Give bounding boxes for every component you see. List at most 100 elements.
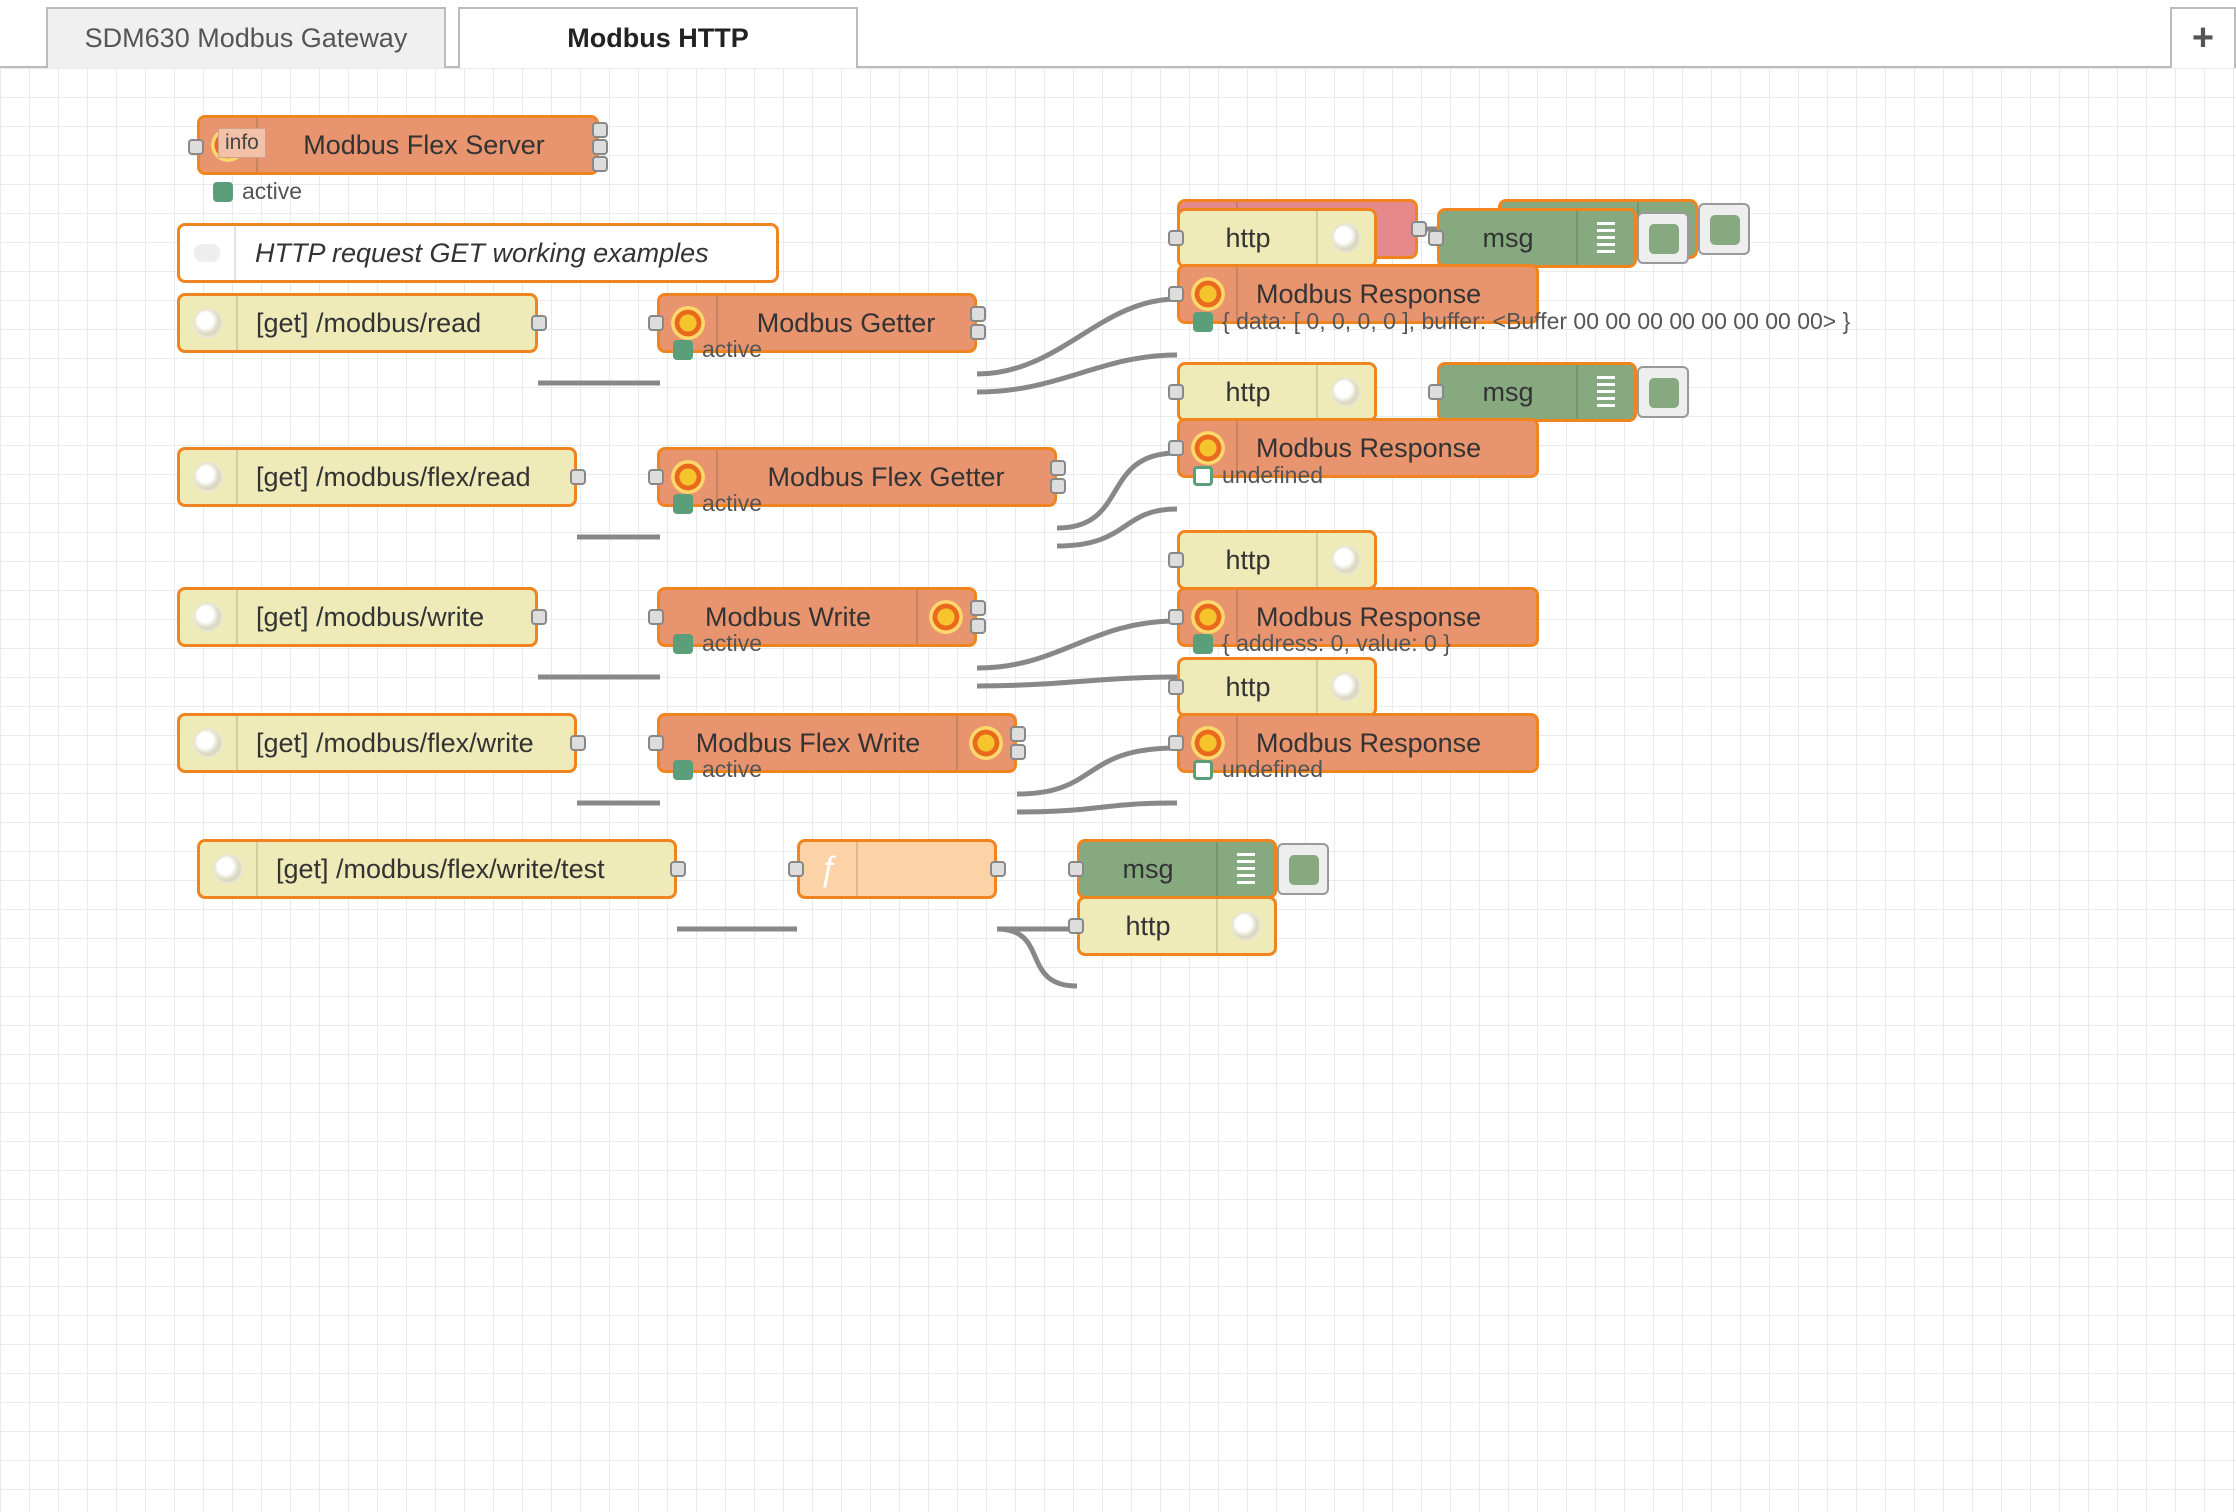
node-label: [get] /modbus/flex/write [256, 727, 534, 758]
output-port[interactable] [970, 600, 986, 616]
flow-workspace[interactable]: Modbus Flex Server info active ! catch a… [0, 68, 2236, 1512]
output-port[interactable] [592, 139, 608, 155]
input-port[interactable] [1168, 735, 1184, 751]
modbus-cog-icon [1180, 421, 1238, 475]
tab-sdm630-modbus-gateway[interactable]: SDM630 Modbus Gateway [46, 7, 446, 68]
http-in-node[interactable]: [get] /modbus/flex/write [177, 713, 586, 773]
modbus-response-node[interactable]: Modbus Response [1168, 264, 1539, 324]
output-port[interactable] [570, 735, 586, 751]
tab-modbus-http[interactable]: Modbus HTTP [458, 7, 858, 70]
modbus-flex-server-node[interactable]: Modbus Flex Server info [188, 115, 608, 175]
server-status: active [213, 178, 302, 205]
globe-icon [1316, 365, 1374, 419]
debug-node[interactable]: msg [1428, 208, 1637, 268]
wire [976, 296, 1178, 377]
output-port[interactable] [970, 324, 986, 340]
input-port[interactable] [1168, 384, 1184, 400]
wire [996, 926, 1078, 989]
tab-bar: SDM630 Modbus Gateway Modbus HTTP + [0, 0, 2236, 70]
status-dot [673, 493, 693, 514]
response-status: undefined [1193, 462, 1323, 489]
http-response-node[interactable]: http [1168, 208, 1377, 268]
http-response-node[interactable]: http [1168, 362, 1377, 422]
wire [1056, 450, 1178, 531]
output-port[interactable] [670, 861, 686, 877]
output-port[interactable] [1050, 460, 1066, 476]
modbus-response-node[interactable]: Modbus Response [1168, 418, 1539, 478]
modbus-write-node[interactable]: Modbus Write [648, 587, 986, 647]
debug-toggle-button[interactable] [1698, 203, 1750, 255]
modbus-response-node[interactable]: Modbus Response [1168, 587, 1539, 647]
modbus-response-node[interactable]: Modbus Response [1168, 713, 1539, 773]
modbus-flex-write-node[interactable]: Modbus Flex Write [648, 713, 1026, 773]
http-response-node[interactable]: http [1068, 896, 1277, 956]
output-port[interactable] [531, 609, 547, 625]
comment-node[interactable]: HTTP request GET working examples [177, 223, 779, 283]
wire [976, 352, 1178, 395]
output-port[interactable] [970, 306, 986, 322]
input-port[interactable] [648, 735, 664, 751]
modbus-cog-icon [1180, 716, 1238, 770]
output-port[interactable] [1010, 726, 1026, 742]
debug-icon [1576, 365, 1634, 419]
getter-status: active [673, 490, 762, 517]
http-response-node[interactable]: http [1168, 530, 1377, 590]
output-port[interactable] [970, 618, 986, 634]
modbus-cog-icon [916, 590, 974, 644]
wire [1016, 800, 1178, 815]
debug-toggle-button[interactable] [1637, 366, 1689, 418]
output-port[interactable] [592, 156, 608, 172]
input-port[interactable] [788, 861, 804, 877]
input-port[interactable] [1428, 230, 1444, 246]
debug-node[interactable]: msg [1068, 839, 1277, 899]
input-port[interactable] [648, 469, 664, 485]
modbus-cog-icon [1180, 590, 1238, 644]
node-label: [get] /modbus/read [256, 307, 482, 338]
input-port[interactable] [188, 139, 204, 155]
http-in-node[interactable]: [get] /modbus/flex/read [177, 447, 586, 507]
input-port[interactable] [1168, 230, 1184, 246]
modbus-getter-node[interactable]: Modbus Getter [648, 293, 986, 353]
output-port[interactable] [990, 861, 1006, 877]
output-port[interactable] [592, 122, 608, 138]
output-port[interactable] [570, 469, 586, 485]
node-label: Modbus Response [1256, 278, 1482, 309]
input-port[interactable] [1168, 552, 1184, 568]
writer-status: active [673, 756, 762, 783]
input-port[interactable] [1168, 286, 1184, 302]
debug-toggle-button[interactable] [1277, 843, 1329, 895]
output-port[interactable] [531, 315, 547, 331]
http-in-node[interactable]: [get] /modbus/write [177, 587, 547, 647]
input-port[interactable] [1168, 609, 1184, 625]
debug-node[interactable]: msg [1428, 362, 1637, 422]
wire [1016, 745, 1178, 797]
output-port[interactable] [1411, 221, 1427, 237]
input-port[interactable] [1068, 861, 1084, 877]
debug-icon [1216, 842, 1274, 896]
status-dot [213, 181, 233, 202]
input-port[interactable] [1168, 440, 1184, 456]
modbus-flex-getter-node[interactable]: Modbus Flex Getter [648, 447, 1066, 507]
node-label: http [1225, 671, 1271, 702]
input-port[interactable] [1428, 384, 1444, 400]
http-in-node[interactable]: [get] /modbus/read [177, 293, 547, 353]
output-port[interactable] [1050, 478, 1066, 494]
modbus-cog-icon [1180, 267, 1238, 321]
globe-icon [1316, 660, 1374, 714]
input-port[interactable] [648, 315, 664, 331]
debug-toggle-button[interactable] [1637, 212, 1689, 264]
add-tab-button[interactable]: + [2170, 7, 2236, 68]
input-port[interactable] [1168, 679, 1184, 695]
status-dot [1193, 311, 1213, 332]
status-dot [673, 633, 693, 654]
node-label: Modbus Flex Write [695, 727, 921, 758]
globe-icon [1316, 211, 1374, 265]
function-node[interactable]: ƒ [788, 839, 1006, 899]
output-port[interactable] [1010, 744, 1026, 760]
response-status: { data: [ 0, 0, 0, 0 ], buffer: <Buffer … [1193, 308, 1850, 335]
input-port[interactable] [648, 609, 664, 625]
http-in-node[interactable]: [get] /modbus/flex/write/test [197, 839, 686, 899]
wires-layer [538, 226, 1498, 989]
http-response-node[interactable]: http [1168, 657, 1377, 717]
input-port[interactable] [1068, 918, 1084, 934]
